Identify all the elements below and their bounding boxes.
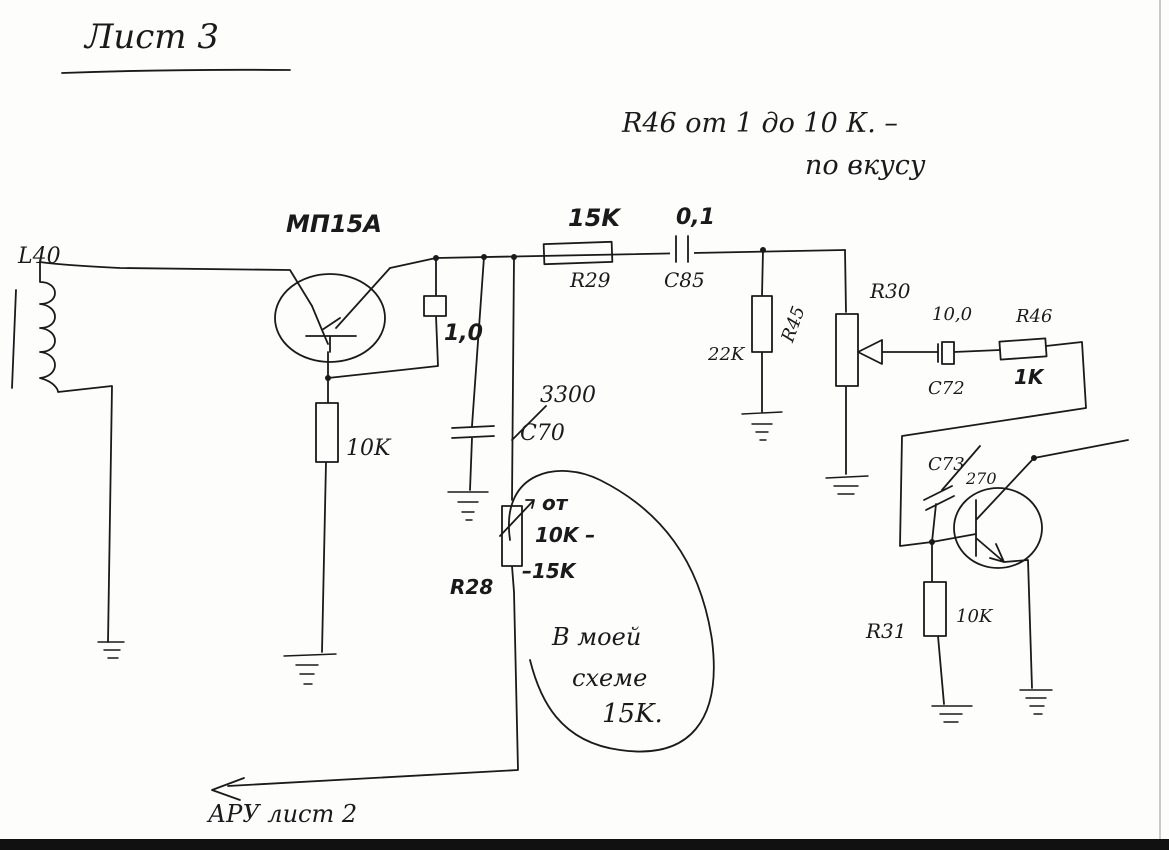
transistor-2-leads — [975, 457, 1035, 689]
page-bottom-border — [0, 839, 1169, 850]
label-r28-range-2: 10K – — [535, 523, 595, 547]
capacitor-c70 — [451, 256, 547, 491]
label-c70-ref: C70 — [520, 421, 565, 446]
label-r28-range-3: –15K — [522, 559, 577, 583]
ground-symbol-2 — [283, 653, 337, 685]
resistor-r29 — [542, 240, 614, 266]
label-r30: R30 — [869, 279, 911, 303]
wire-collector-out — [1033, 439, 1129, 459]
label-c72-ref: C72 — [928, 378, 965, 399]
label-r28-range-1: от — [542, 491, 569, 515]
r30-wiper — [857, 339, 939, 365]
resistor-emitter-10k — [315, 351, 339, 653]
callout-outline — [507, 470, 715, 753]
note-line-2: по вкусу — [805, 150, 926, 181]
resistor-r45 — [751, 249, 773, 413]
capacitor-c85 — [670, 235, 694, 263]
label-r45-value: 22K — [707, 344, 746, 365]
note-line-1: R46 от 1 до 10 К. – — [621, 108, 898, 139]
label-c85-value: 0,1 — [676, 205, 715, 230]
label-c72-value: 10,0 — [932, 304, 972, 325]
transistor-2 — [953, 457, 1043, 689]
label-l40: L40 — [17, 244, 61, 269]
transistor-body — [274, 273, 386, 363]
ground-symbol-6 — [931, 705, 973, 723]
label-r31-ref: R31 — [865, 619, 907, 643]
resistor-r46 — [899, 337, 1087, 547]
r28-trim-arrow — [499, 499, 535, 537]
label-emitter-r: 10K — [346, 436, 392, 461]
label-aru: АРУ лист 2 — [206, 800, 357, 828]
callout-line-2: схеме — [572, 664, 647, 692]
callout-line-1: В моей — [551, 623, 641, 651]
label-c73-ref: C73 — [928, 454, 965, 475]
sheet-title: Лист 3 — [83, 17, 219, 57]
label-r29-ref: R29 — [569, 268, 611, 292]
ground-symbol-4 — [741, 411, 783, 441]
label-cap-1-0: 1,0 — [444, 321, 483, 346]
label-r31-value: 10K — [956, 606, 994, 627]
label-mp15a: МП15А — [286, 210, 382, 238]
ground-symbol-1 — [97, 641, 125, 659]
capacitor-c73 — [923, 445, 981, 543]
label-r46-value: 1K — [1014, 365, 1045, 389]
label-r29-value: 15K — [568, 204, 622, 232]
ground-symbol-7 — [1019, 689, 1053, 715]
wire-base — [39, 261, 313, 307]
transistor-mp15a — [274, 267, 391, 363]
label-c85-ref: C85 — [664, 268, 705, 292]
transistor-leads — [305, 267, 391, 353]
label-r28: R28 — [450, 575, 493, 599]
ground-symbol-3 — [447, 491, 489, 521]
wire-top-rail — [389, 249, 846, 269]
inductor-l40 — [11, 261, 113, 643]
label-r45-ref: R45 — [777, 304, 810, 346]
capacitor-1-0 — [327, 257, 447, 379]
callout-line-3: 15K. — [602, 699, 663, 729]
coil-winding — [39, 261, 113, 643]
potentiometer-r30 — [835, 249, 939, 475]
capacitor-c72 — [937, 341, 1001, 365]
coil-core-line — [11, 289, 17, 389]
label-c70-value: 3300 — [540, 383, 596, 408]
cap-1-0-shape — [327, 257, 447, 379]
transistor-2-body — [953, 487, 1043, 569]
arrow-to-aru — [211, 777, 245, 801]
resistor-r28 — [227, 256, 535, 787]
label-r46-ref: R46 — [1015, 306, 1052, 327]
label-c73-value: 270 — [965, 469, 997, 488]
title-underline — [61, 68, 291, 74]
resistor-r31 — [923, 541, 947, 705]
wire-base-2 — [931, 533, 977, 543]
ground-symbol-5 — [825, 475, 869, 495]
